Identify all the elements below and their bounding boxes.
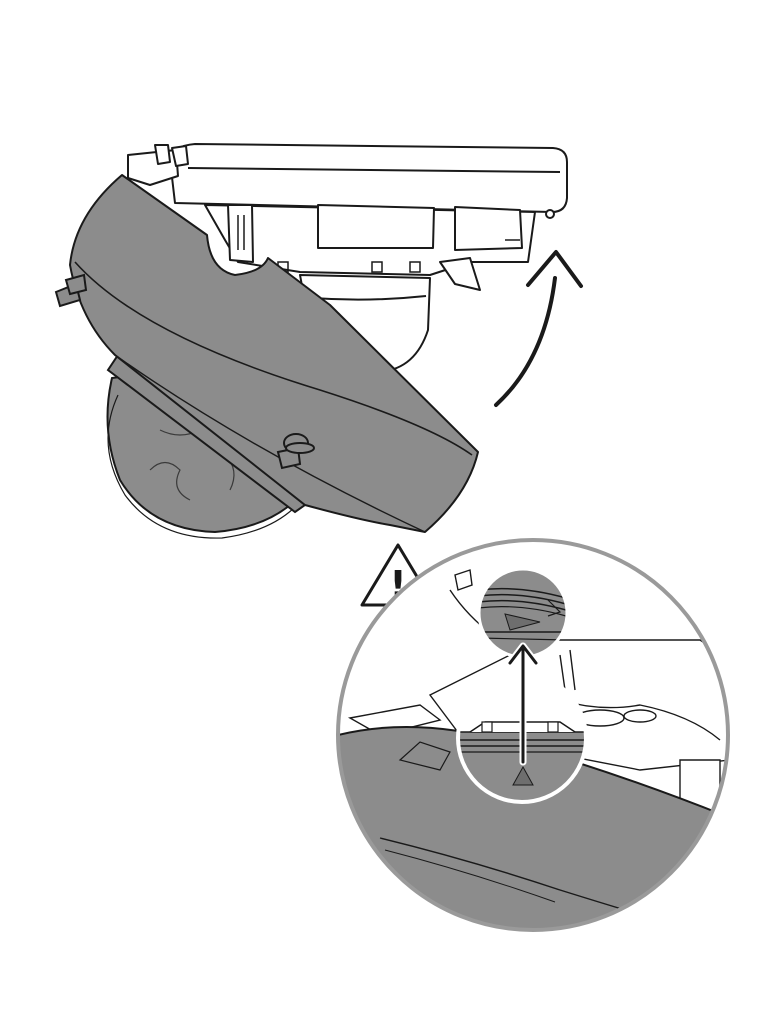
detail-frame [336,538,730,932]
camera-housing [69,174,479,539]
curved-arrow-up-icon [494,250,583,407]
housing-screw-left [54,273,88,308]
housing-screw-front [276,433,315,470]
magnified-alignment-view [477,567,569,659]
alignment-arrow-marker [504,613,541,631]
triangle-marker-icon [512,765,534,786]
straight-arrow-up-icon [506,642,540,766]
